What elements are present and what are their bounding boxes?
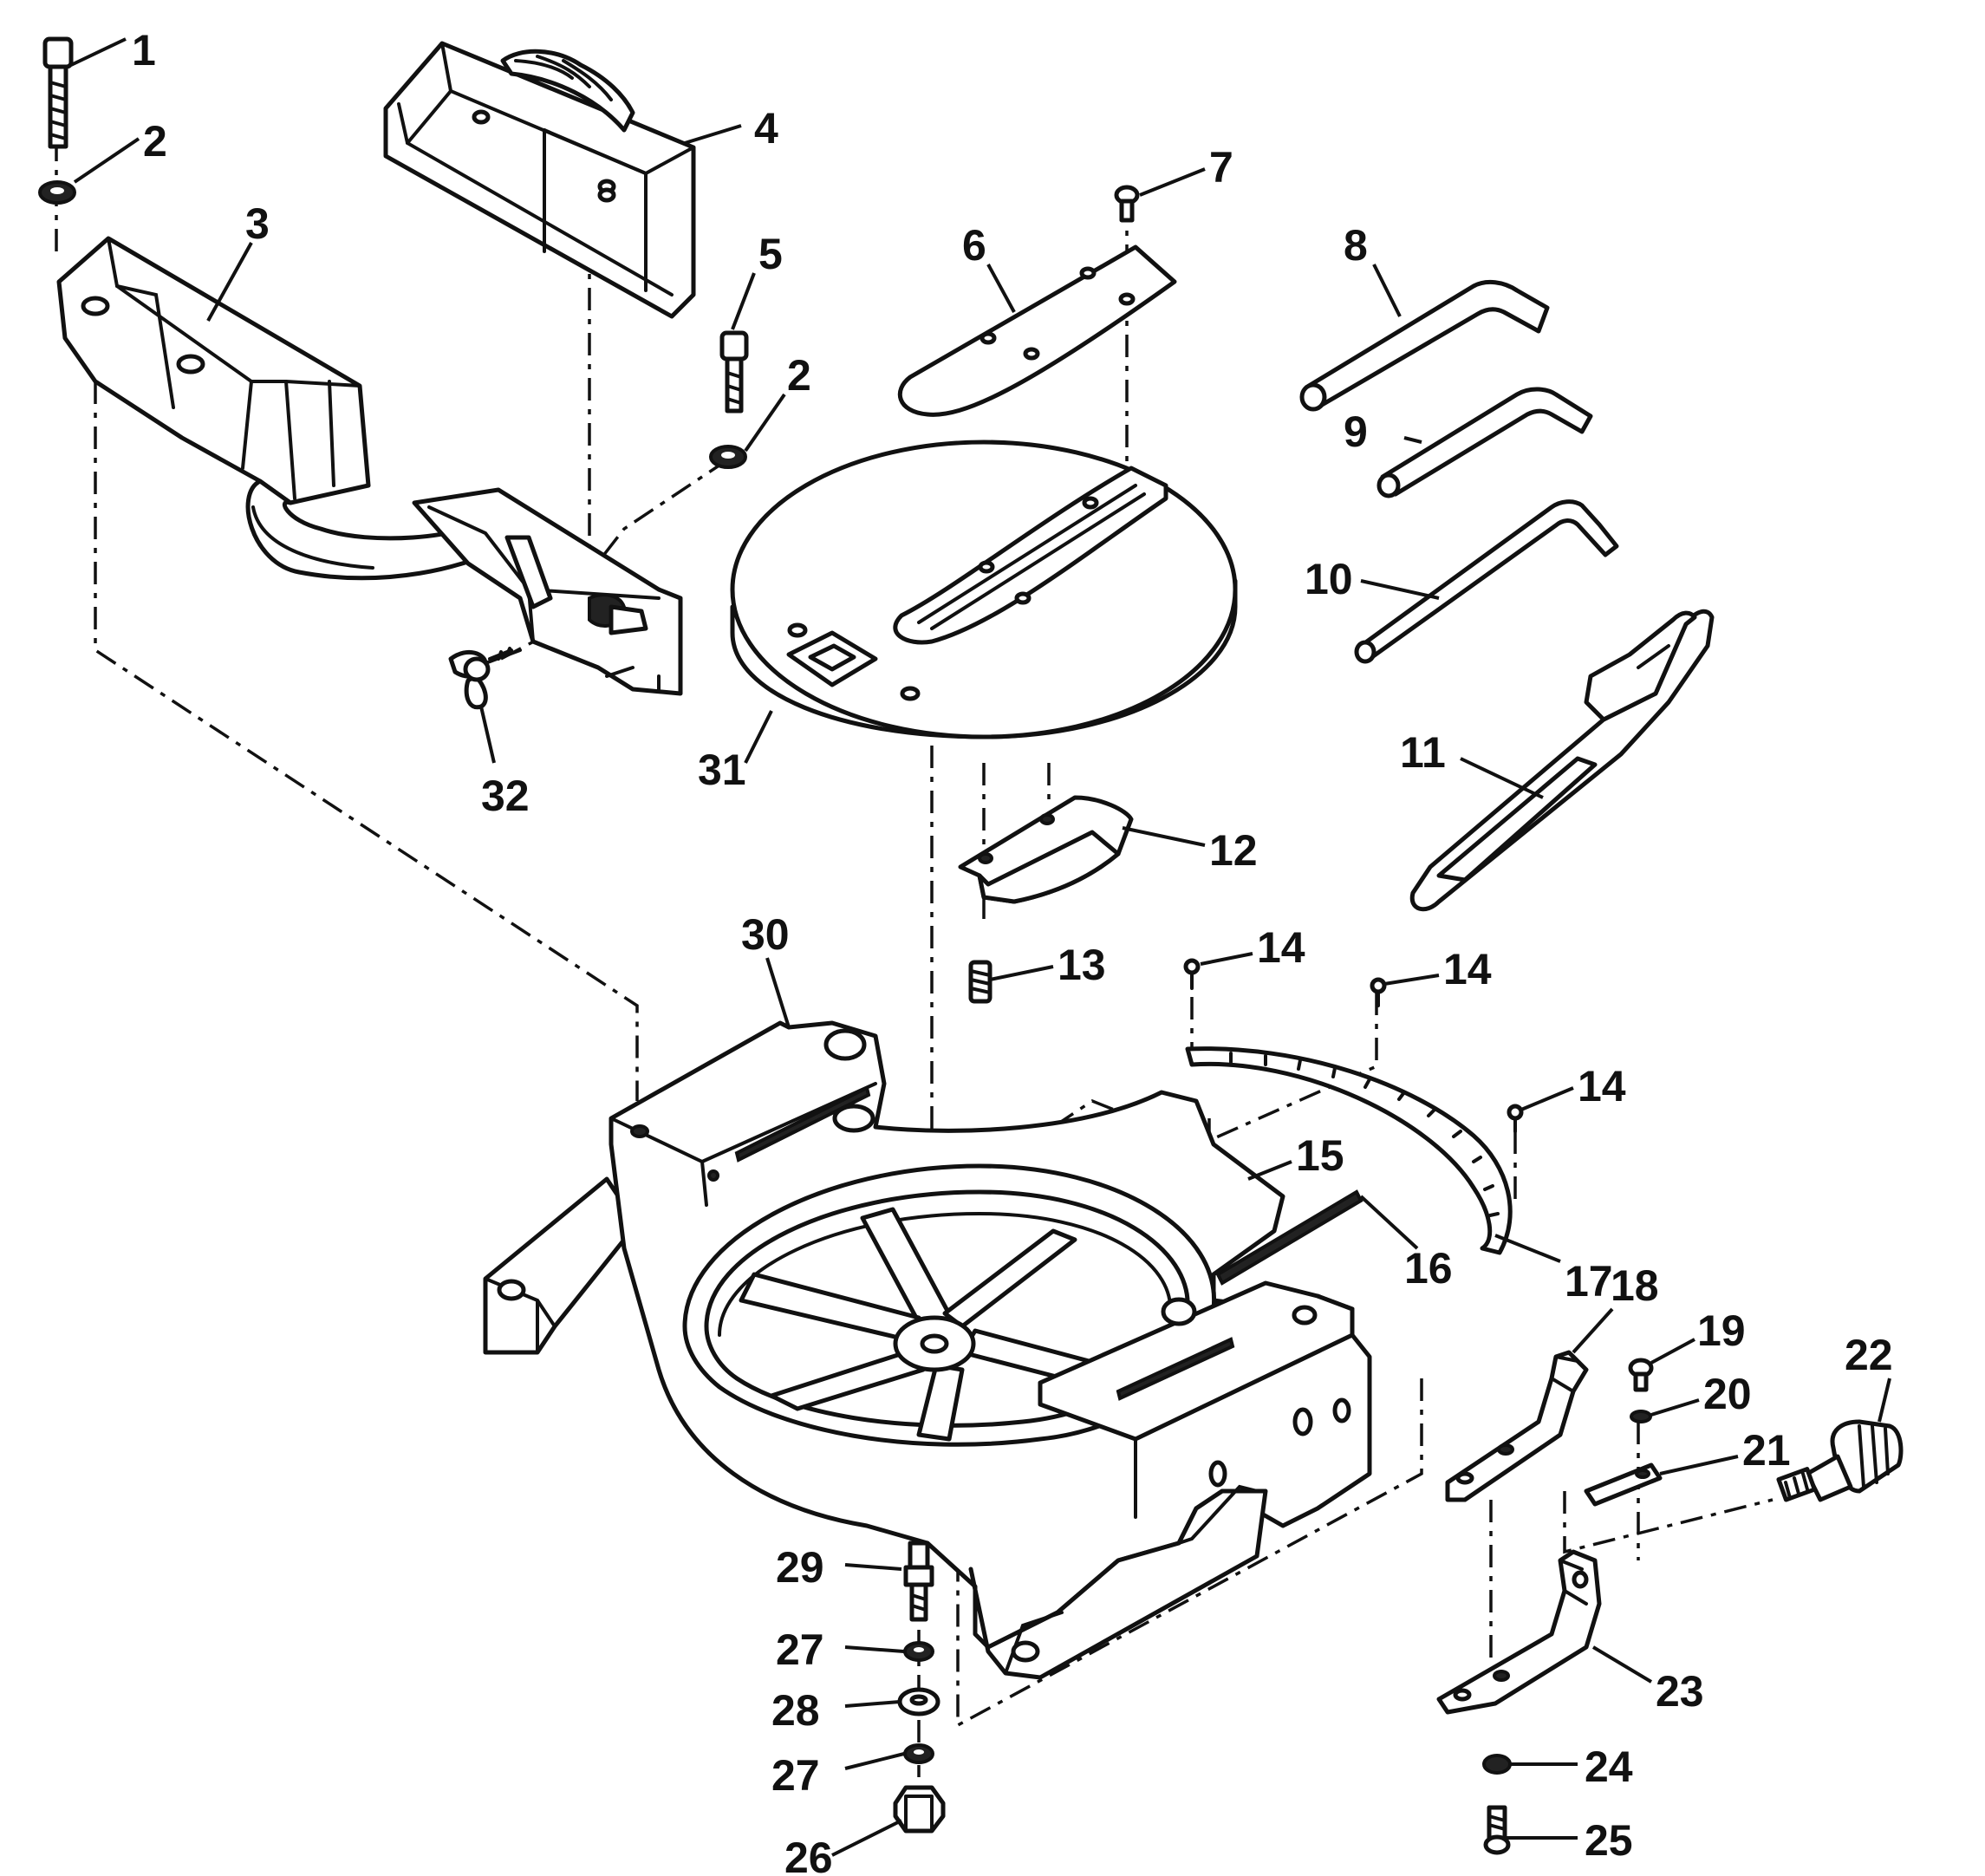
callout-14-b: 14 (1443, 945, 1492, 993)
part-1-cap-screw (42, 36, 74, 149)
part-3-left-fence (56, 236, 683, 696)
part-10-hex-key (1354, 499, 1619, 664)
part-20-washer (1630, 1410, 1652, 1423)
part-9-hex-key (1376, 387, 1593, 498)
part-14-rivet-c (1507, 1104, 1524, 1133)
part-2-washer-right (709, 445, 747, 469)
callout-30: 30 (741, 910, 790, 959)
callout-27-lower: 27 (771, 1751, 820, 1800)
part-22-knob (1776, 1419, 1904, 1502)
callout-14-a: 14 (1257, 923, 1305, 972)
part-21-plate (1584, 1462, 1663, 1507)
part-8-hex-key (1299, 279, 1550, 412)
callout-14-c: 14 (1578, 1062, 1626, 1111)
part-13-screw (968, 960, 992, 1004)
part-27-washer-lower (903, 1743, 934, 1764)
callout-18: 18 (1611, 1261, 1659, 1310)
part-23-bracket (1436, 1549, 1602, 1715)
callout-2-left: 2 (143, 117, 167, 166)
callout-5: 5 (758, 230, 783, 278)
part-26-hex-nut (893, 1785, 946, 1834)
callout-1: 1 (132, 26, 156, 75)
callout-2-right: 2 (787, 351, 811, 400)
callout-28: 28 (771, 1686, 820, 1735)
part-16-rail (1215, 1189, 1363, 1286)
part-7-flat-screw (1114, 185, 1140, 223)
callout-12: 12 (1209, 826, 1258, 875)
part-6-throat-plate (897, 244, 1177, 417)
leader-lines (70, 37, 1891, 1857)
callout-26: 26 (784, 1834, 833, 1876)
callout-6: 6 (962, 221, 986, 270)
callout-15: 15 (1296, 1131, 1344, 1180)
part-14-rivet-b (1370, 977, 1387, 1007)
part-32-wing-bolt (448, 647, 522, 710)
part-2-washer-left (38, 180, 76, 205)
part-12-plate (958, 795, 1134, 904)
callout-21: 21 (1742, 1426, 1791, 1475)
part-24-nut (1482, 1754, 1512, 1775)
part-28-washer (897, 1687, 940, 1716)
part-30-base (483, 1020, 1372, 1680)
callout-22: 22 (1845, 1331, 1893, 1379)
callout-13: 13 (1058, 941, 1106, 989)
callout-32: 32 (481, 772, 530, 820)
callout-25: 25 (1585, 1816, 1633, 1865)
callout-23: 23 (1656, 1667, 1704, 1716)
callout-4: 4 (754, 104, 778, 153)
callout-31: 31 (698, 746, 746, 794)
part-19-screw (1628, 1358, 1654, 1392)
callout-3: 3 (245, 199, 270, 248)
callout-numbers: 1 2 3 4 5 2 6 7 8 9 10 11 12 13 14 14 14… (132, 26, 1893, 1876)
part-29-stud (903, 1541, 934, 1622)
part-18-detent-spring (1445, 1350, 1589, 1502)
callout-19: 19 (1697, 1306, 1746, 1355)
part-11-bracket (1409, 609, 1715, 912)
callout-17: 17 (1565, 1257, 1613, 1306)
callout-9: 9 (1344, 407, 1368, 456)
part-4-right-fence (383, 41, 696, 319)
callout-7: 7 (1209, 143, 1233, 192)
part-25-screw (1483, 1805, 1511, 1855)
callout-29: 29 (776, 1543, 824, 1592)
callout-27-upper: 27 (776, 1625, 824, 1674)
callout-8: 8 (1344, 221, 1368, 270)
callout-11: 11 (1400, 728, 1446, 777)
part-17-miter-scale (1185, 1046, 1513, 1255)
part-27-washer-upper (903, 1641, 934, 1662)
part-31-turntable (730, 440, 1238, 739)
part-14-rivet-a (1183, 958, 1201, 990)
part-5-cap-screw (719, 330, 749, 414)
callout-20: 20 (1703, 1370, 1752, 1418)
callout-16: 16 (1404, 1244, 1453, 1293)
callout-24: 24 (1585, 1742, 1633, 1791)
callout-10: 10 (1305, 555, 1353, 603)
